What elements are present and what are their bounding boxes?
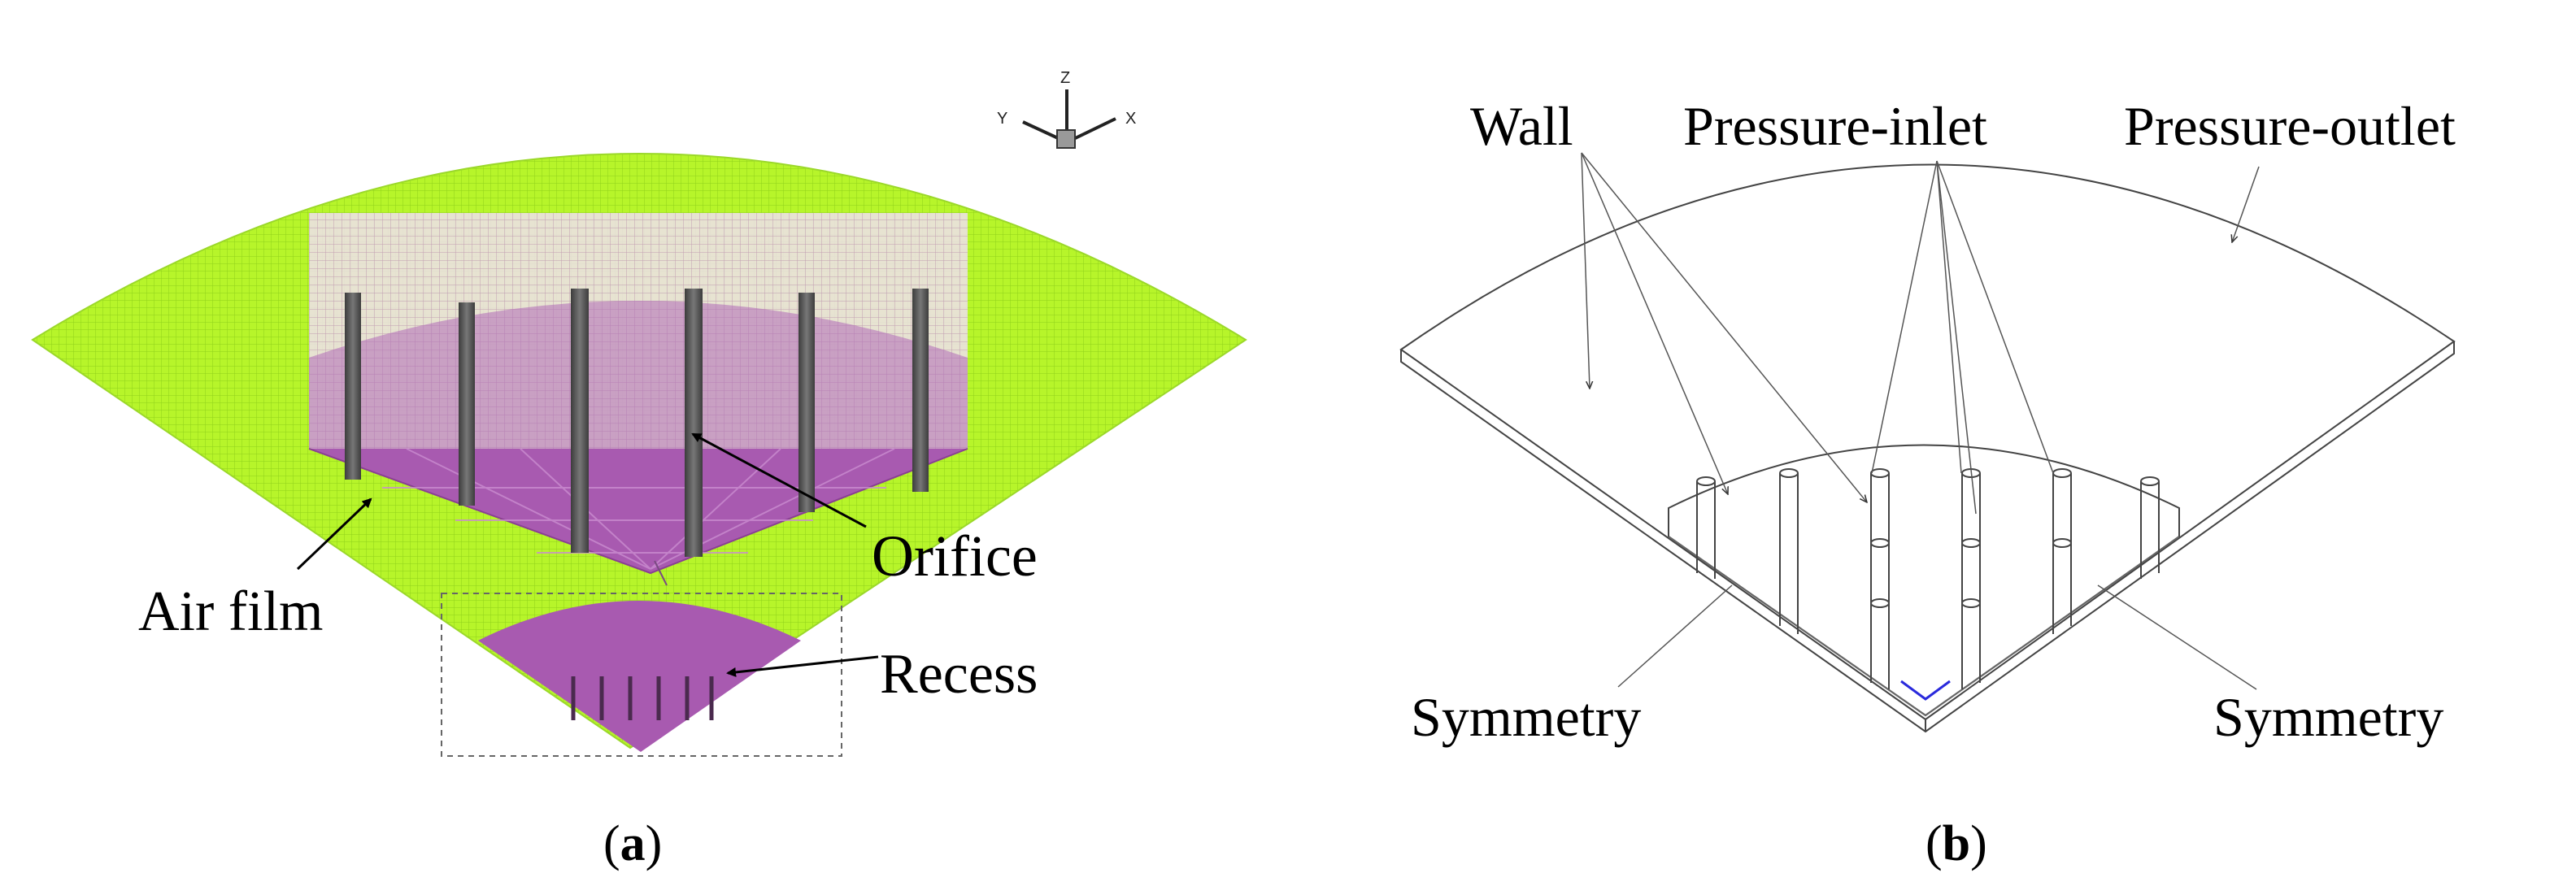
panel-b-letter: b bbox=[1943, 816, 1970, 871]
symmetry-right-leader bbox=[2097, 584, 2257, 690]
inlet-pipe bbox=[1696, 476, 1716, 579]
orifice-column bbox=[345, 293, 361, 480]
axis-y-label: Y bbox=[997, 110, 1007, 128]
inner-recess bbox=[1668, 444, 2180, 717]
recess-grooves bbox=[571, 676, 714, 720]
axis-x-label: X bbox=[1125, 110, 1136, 128]
recess-arrow bbox=[726, 655, 879, 677]
inlet-leaders bbox=[1871, 160, 2054, 515]
recess-box bbox=[441, 593, 842, 757]
recess-sector bbox=[478, 601, 801, 752]
air-film-label: Air film bbox=[138, 580, 323, 643]
wall-leaders bbox=[1581, 152, 1867, 502]
symmetry-left-leader bbox=[1617, 584, 1733, 688]
vertex-marker bbox=[1900, 680, 1951, 701]
symmetry-left-label: Symmetry bbox=[1411, 686, 1641, 748]
orifice-column bbox=[571, 289, 589, 553]
recess-label: Recess bbox=[880, 643, 1038, 706]
orifice-column bbox=[459, 302, 475, 506]
axis-triad: Z Y X bbox=[997, 69, 1136, 149]
wall-label: Wall bbox=[1470, 95, 1573, 157]
inlet-pipe bbox=[2140, 476, 2160, 579]
outlet-leader bbox=[2232, 166, 2260, 242]
pressure-outlet-label: Pressure-outlet bbox=[2124, 95, 2456, 157]
panel-a-caption: (a) bbox=[603, 816, 662, 871]
air-film-arrow bbox=[296, 497, 372, 571]
orifice-arrow bbox=[691, 432, 867, 528]
inlet-pipe bbox=[2052, 468, 2072, 634]
panel-b-caption: (b) bbox=[1925, 816, 1987, 871]
panel-b bbox=[1399, 152, 2456, 733]
panel-a-letter: a bbox=[620, 816, 646, 871]
inlet-pipes bbox=[1696, 468, 2160, 689]
orifice-column bbox=[798, 293, 815, 512]
panel-a: Z Y X Air film Orifice Recess (a) bbox=[31, 69, 1247, 871]
orifice-column bbox=[912, 289, 929, 492]
symmetry-right-label: Symmetry bbox=[2213, 686, 2443, 748]
pressure-inlet-label: Pressure-inlet bbox=[1683, 95, 1987, 157]
inlet-pipe bbox=[1870, 468, 1890, 689]
axis-z-label: Z bbox=[1060, 69, 1070, 87]
inlet-pipe bbox=[1961, 468, 1981, 689]
inlet-pipe bbox=[1779, 468, 1799, 634]
panel-b-labels: Wall Pressure-inlet Pressure-outlet Symm… bbox=[1411, 95, 2456, 871]
orifice-label: Orifice bbox=[872, 524, 1038, 589]
orifice-column bbox=[685, 289, 703, 557]
outer-sector-top bbox=[1399, 163, 2456, 721]
orifice-columns bbox=[345, 289, 929, 557]
